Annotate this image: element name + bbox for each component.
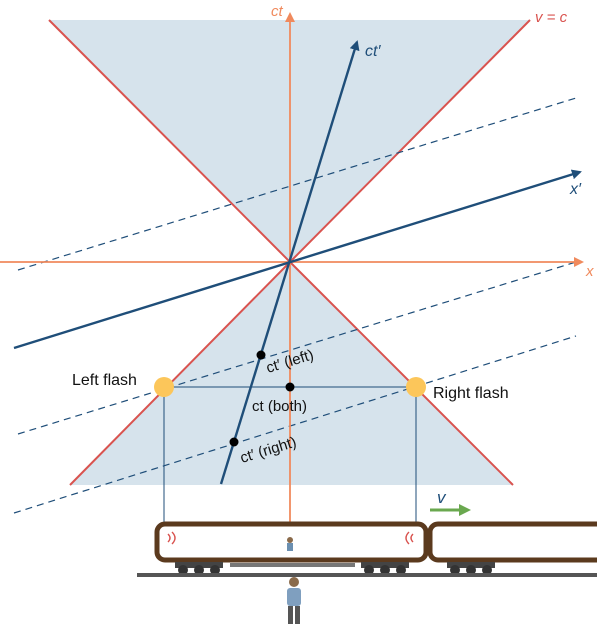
x-prime-axis-label: x′ (569, 181, 582, 198)
ct-both-point (285, 382, 295, 392)
right-sensor-icon (405, 531, 414, 545)
x-prime-axis (13, 169, 582, 350)
wheel-set-2 (361, 562, 409, 575)
train-car-2 (427, 521, 597, 563)
ct-axis-label: ct (271, 3, 284, 20)
ct-prime-right-point (229, 437, 239, 447)
past-light-cone (70, 262, 513, 485)
light-line-label: v = c (535, 9, 568, 26)
light-line-right (289, 19, 531, 263)
rail-track (137, 573, 597, 577)
left-flash-event (154, 377, 174, 397)
passenger-icon (287, 537, 293, 551)
light-line-right-lower (289, 261, 514, 486)
simultaneity-line-right (13, 335, 577, 514)
x-axis-label: x (585, 263, 594, 280)
wheel-set-3 (447, 562, 495, 575)
ct-prime-axis-label: ct′ (365, 43, 381, 60)
wheel-set-1 (175, 562, 223, 575)
left-sensor-icon (167, 531, 176, 545)
train-coupler (424, 538, 432, 546)
ct-prime-axis (219, 40, 360, 485)
undercarriage (230, 563, 355, 567)
light-line-left-lower (69, 261, 291, 486)
velocity-label: v (437, 488, 447, 507)
simultaneity-line-upper (17, 97, 577, 271)
light-line-left (48, 19, 291, 263)
right-flash-label: Right flash (433, 385, 509, 402)
ct-both-label: ct (both) (252, 398, 307, 415)
ct-prime-left-point (256, 350, 266, 360)
left-flash-label: Left flash (72, 372, 137, 389)
right-flash-event (406, 377, 426, 397)
train (154, 521, 597, 575)
simultaneity-line-left (17, 261, 577, 435)
ground-observer-icon (287, 577, 301, 624)
